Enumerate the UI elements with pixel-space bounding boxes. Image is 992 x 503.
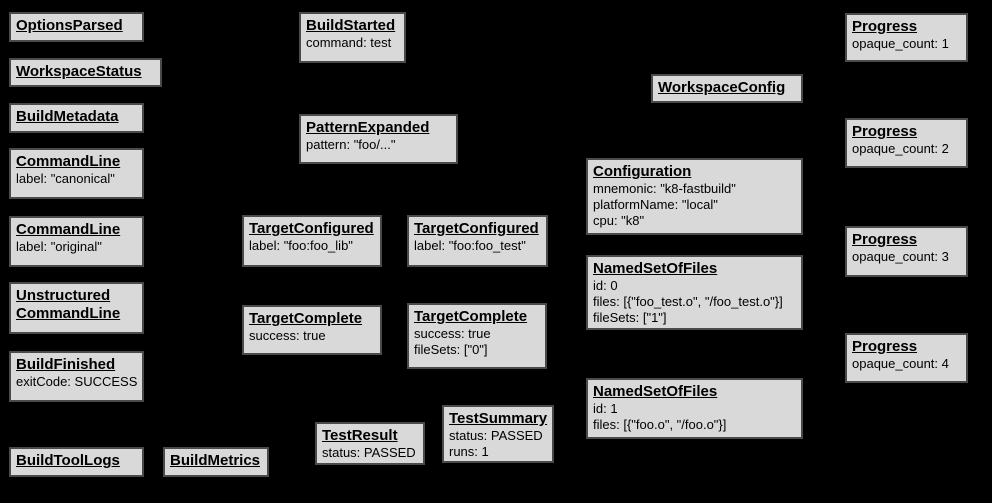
node-options-parsed: OptionsParsed (9, 12, 144, 42)
node-test-result: TestResult status: PASSED (315, 422, 425, 465)
node-title: Progress (852, 18, 918, 35)
node-title: BuildMetrics (170, 452, 261, 469)
node-field: cpu: "k8" (593, 213, 645, 228)
node-field: fileSets: ["1"] (593, 310, 667, 325)
node-title: TargetConfigured (249, 220, 374, 237)
node-workspace-status: WorkspaceStatus (9, 58, 162, 87)
node-pattern-expanded: PatternExpanded pattern: "foo/..." (299, 114, 458, 164)
node-target-complete-foo-test: TargetComplete success: true fileSets: [… (407, 303, 547, 369)
node-field: status: PASSED (449, 428, 543, 443)
node-field: opaque_count: 3 (852, 249, 949, 264)
node-progress-2: Progress opaque_count: 2 (845, 118, 968, 168)
node-title: BuildToolLogs (16, 452, 120, 469)
node-build-metadata: BuildMetadata (9, 103, 144, 133)
node-configuration: Configuration mnemonic: "k8-fastbuild" p… (586, 158, 803, 235)
node-title: NamedSetOfFiles (593, 383, 718, 400)
node-title: Progress (852, 338, 918, 355)
node-title: CommandLine (16, 305, 121, 322)
node-workspace-config: WorkspaceConfig (651, 74, 803, 103)
node-field: id: 1 (593, 401, 618, 416)
node-title: WorkspaceStatus (16, 63, 142, 80)
node-field: fileSets: ["0"] (414, 342, 488, 357)
node-target-configured-foo-test: TargetConfigured label: "foo:foo_test" (407, 215, 548, 267)
node-command-line-original: CommandLine label: "original" (9, 216, 144, 267)
node-progress-4: Progress opaque_count: 4 (845, 333, 968, 383)
node-field: id: 0 (593, 278, 618, 293)
node-field: command: test (306, 35, 392, 50)
node-build-started: BuildStarted command: test (299, 12, 406, 63)
node-title: CommandLine (16, 221, 121, 238)
node-title: BuildStarted (306, 17, 396, 34)
node-field: success: true (249, 328, 326, 343)
node-field: files: [{"foo.o", "/foo.o"}] (593, 417, 727, 432)
node-progress-1: Progress opaque_count: 1 (845, 13, 968, 62)
node-field: label: "foo:foo_test" (414, 238, 526, 253)
node-field: exitCode: SUCCESS (16, 374, 138, 389)
node-title: NamedSetOfFiles (593, 260, 718, 277)
node-title: TargetComplete (414, 308, 528, 325)
node-named-set-of-files-0: NamedSetOfFiles id: 0 files: [{"foo_test… (586, 255, 803, 330)
node-test-summary: TestSummary status: PASSED runs: 1 (442, 405, 554, 463)
node-title: OptionsParsed (16, 17, 123, 34)
node-field: status: PASSED (322, 445, 416, 460)
node-title: Progress (852, 231, 918, 248)
node-target-configured-foo-lib: TargetConfigured label: "foo:foo_lib" (242, 215, 382, 267)
node-title: PatternExpanded (306, 119, 430, 136)
node-title: TestResult (322, 427, 398, 444)
node-title: TargetConfigured (414, 220, 539, 237)
node-field: mnemonic: "k8-fastbuild" (593, 181, 736, 196)
node-field: pattern: "foo/..." (306, 137, 396, 152)
node-named-set-of-files-1: NamedSetOfFiles id: 1 files: [{"foo.o", … (586, 378, 803, 439)
node-field: label: "canonical" (16, 171, 115, 186)
node-field: label: "foo:foo_lib" (249, 238, 353, 253)
node-field: runs: 1 (449, 444, 489, 459)
node-unstructured-command-line: Unstructured CommandLine (9, 282, 144, 334)
node-command-line-canonical: CommandLine label: "canonical" (9, 148, 144, 199)
node-title: Unstructured (16, 287, 111, 304)
node-build-metrics: BuildMetrics (163, 447, 269, 477)
node-field: platformName: "local" (593, 197, 718, 212)
node-title: WorkspaceConfig (658, 79, 786, 96)
node-title: Configuration (593, 163, 692, 180)
node-title: TargetComplete (249, 310, 363, 327)
node-title: Progress (852, 123, 918, 140)
node-progress-3: Progress opaque_count: 3 (845, 226, 968, 277)
node-field: label: "original" (16, 239, 102, 254)
node-build-finished: BuildFinished exitCode: SUCCESS (9, 351, 144, 402)
node-title: CommandLine (16, 153, 121, 170)
node-field: opaque_count: 1 (852, 36, 949, 51)
node-field: success: true (414, 326, 491, 341)
node-target-complete-foo-lib: TargetComplete success: true (242, 305, 382, 355)
node-title: BuildMetadata (16, 108, 119, 125)
node-field: opaque_count: 4 (852, 356, 949, 371)
node-title: TestSummary (449, 410, 548, 427)
node-build-tool-logs: BuildToolLogs (9, 447, 144, 477)
node-field: opaque_count: 2 (852, 141, 949, 156)
node-field: files: [{"foo_test.o", "/foo_test.o"}] (593, 294, 783, 309)
node-title: BuildFinished (16, 356, 116, 373)
